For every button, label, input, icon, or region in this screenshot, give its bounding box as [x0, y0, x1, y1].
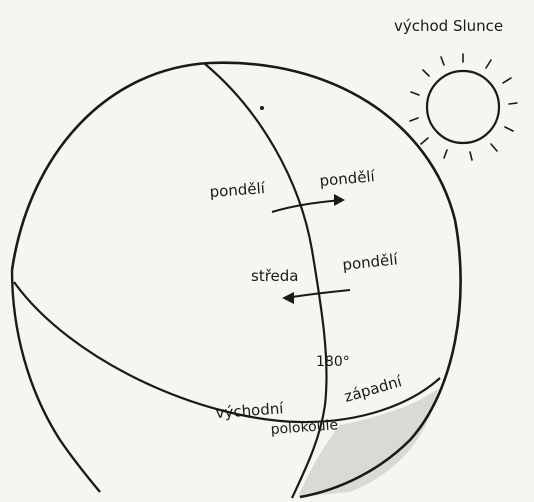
equator-line — [14, 282, 440, 422]
sun-icon — [410, 54, 517, 160]
label-hemisphere: polokoule — [270, 417, 338, 438]
label-western: západní — [342, 372, 404, 406]
label-monday-right-lower: pondělí — [342, 250, 400, 274]
label-monday-right: pondělí — [319, 167, 376, 190]
arrow-right-icon — [272, 194, 345, 212]
label-monday-left: pondělí — [209, 179, 266, 201]
sun-label: východ Slunce — [394, 17, 503, 35]
globe-outline-left — [12, 270, 100, 492]
label-eastern: východní — [215, 399, 285, 422]
label-meridian-180: 180° — [316, 354, 350, 370]
label-wednesday: středa — [251, 267, 298, 285]
arrow-left-icon — [282, 290, 350, 304]
shaded-region — [298, 388, 438, 497]
meridian-dot — [260, 106, 264, 110]
